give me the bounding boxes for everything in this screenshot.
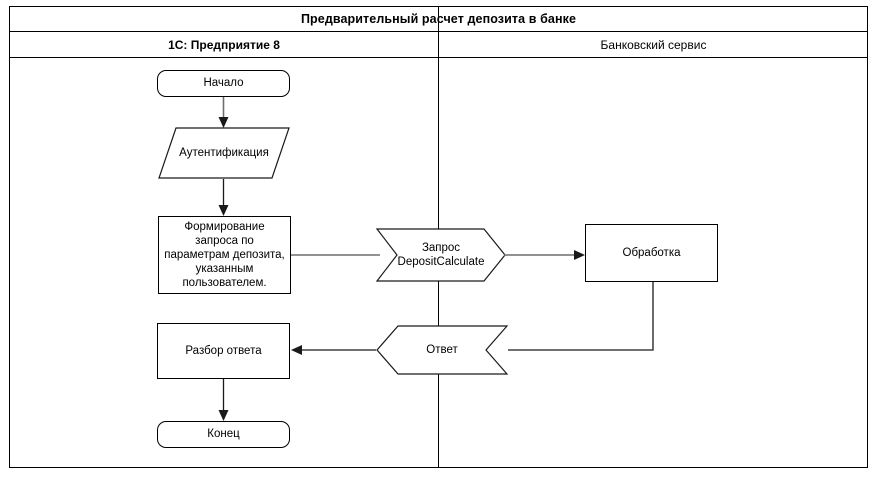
lane-label-bank: Банковский сервис — [600, 37, 707, 52]
node-parse-response-label: Разбор ответа — [185, 344, 262, 357]
node-processing[interactable]: Обработка — [585, 224, 718, 282]
node-form-request-line-4: указанным — [195, 263, 254, 275]
node-processing-label: Обработка — [622, 246, 681, 259]
node-form-request-line-3: параметрам депозита, — [164, 248, 285, 261]
node-start-label: Начало — [203, 77, 244, 90]
parallelogram-shape — [158, 127, 290, 179]
lane-label-1c: 1С: Предприятие 8 — [168, 37, 280, 52]
node-parse-response[interactable]: Разбор ответа — [157, 323, 290, 379]
chevron-right-shape — [375, 228, 506, 282]
node-form-request-line-5: пользователем. — [182, 277, 267, 290]
node-request-message[interactable]: Запрос DepositCalculate — [375, 228, 506, 282]
node-form-request[interactable]: Формирование запроса по параметрам депоз… — [158, 216, 291, 294]
node-request-message-line-2: DepositCalculate — [397, 256, 485, 268]
node-start[interactable]: Начало — [157, 70, 290, 97]
node-form-request-line-1: Формирование — [184, 220, 265, 233]
node-auth[interactable]: Аутентификация — [158, 127, 290, 179]
node-response-message-label: Ответ — [426, 343, 458, 356]
node-end[interactable]: Конец — [157, 421, 290, 448]
lane-header-bank: Банковский сервис — [439, 32, 868, 57]
node-end-label: Конец — [207, 428, 240, 441]
node-response-message[interactable]: Ответ — [376, 325, 509, 375]
node-auth-label: Аутентификация — [179, 147, 269, 159]
node-request-message-label: Запрос DepositCalculate — [376, 228, 506, 282]
chevron-left-shape — [376, 325, 509, 375]
node-request-message-line-1: Запрос — [421, 241, 461, 254]
node-form-request-line-2: запроса по — [195, 234, 254, 247]
lane-header-1c: 1С: Предприятие 8 — [9, 32, 439, 57]
